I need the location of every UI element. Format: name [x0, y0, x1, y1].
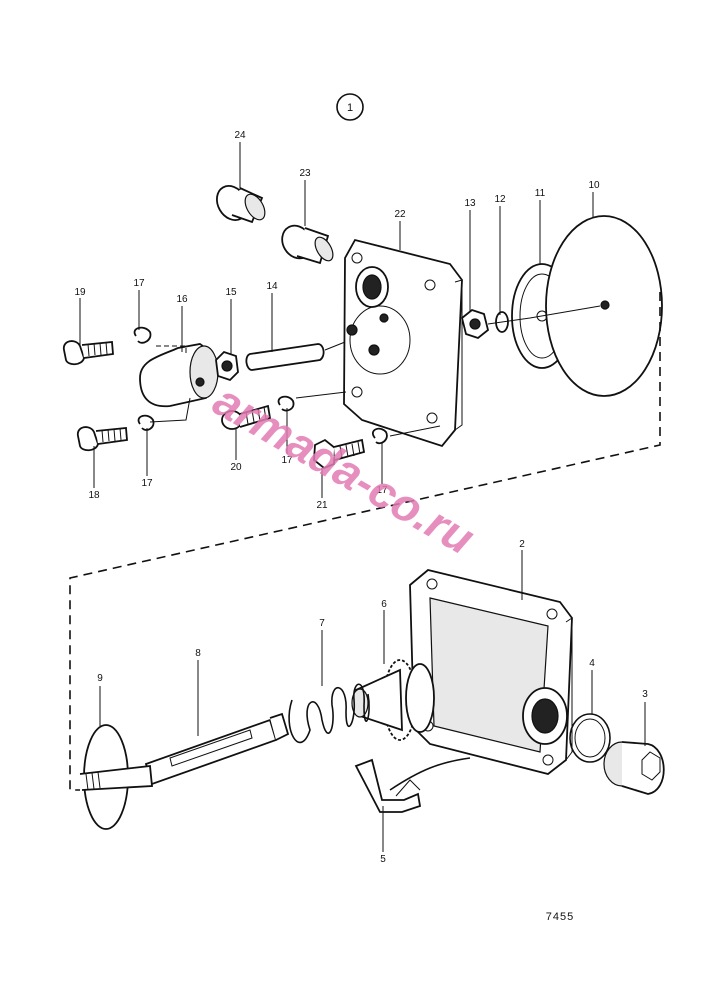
part-24-cap	[216, 185, 266, 224]
part-15-nut	[215, 350, 239, 382]
callout-7: 7	[319, 618, 325, 629]
callout-labels: 2 3 4 5 6 7 8 9 10 11 12 13 14 15 16 17 …	[74, 130, 648, 865]
part-17-clip-a	[372, 427, 388, 445]
assembly-dash-line	[69, 292, 661, 791]
callout-17-b: 17	[141, 478, 153, 489]
callout-9: 9	[97, 673, 103, 684]
callout-17-c: 17	[281, 455, 293, 466]
callout-12: 12	[494, 194, 506, 205]
lower-leader-lines	[99, 550, 646, 852]
callout-17-a: 17	[133, 278, 145, 289]
part-14-pin	[245, 343, 325, 371]
part-2-pump-housing	[389, 569, 573, 791]
callout-22: 22	[394, 209, 406, 220]
group-marker: 1	[336, 93, 364, 121]
callout-5: 5	[380, 854, 386, 865]
callout-17-d: 17	[376, 485, 388, 496]
part-17-clip-c	[133, 326, 152, 344]
part-5-bracket	[354, 758, 422, 813]
part-23-fitting	[281, 224, 334, 265]
callout-13: 13	[464, 198, 476, 209]
callout-3: 3	[642, 689, 648, 700]
part-21-bolt	[313, 438, 366, 470]
part-18-screw	[77, 426, 128, 452]
callout-10: 10	[588, 180, 600, 191]
callout-8: 8	[195, 648, 201, 659]
callout-20: 20	[230, 462, 242, 473]
part-13-nut	[460, 308, 490, 340]
part-22-cover-plate	[343, 238, 463, 448]
part-7-spring	[288, 683, 370, 744]
part-17-clip-d	[137, 414, 155, 431]
callout-16: 16	[176, 294, 188, 305]
part-9-diaphragm-disc	[79, 724, 153, 830]
part-6-valve-gear	[351, 659, 435, 741]
part-19-screw	[63, 340, 114, 366]
part-20-screw	[221, 404, 272, 430]
group-marker-label: 1	[347, 102, 353, 114]
callout-18: 18	[88, 490, 100, 501]
figure-number: 7455	[546, 911, 574, 923]
callout-24: 24	[234, 130, 246, 141]
upper-leader-lines	[79, 142, 601, 498]
part-4-o-ring	[569, 713, 611, 763]
callout-21: 21	[316, 500, 328, 511]
callout-2: 2	[519, 539, 525, 550]
part-16-housing	[139, 343, 219, 408]
callout-19: 19	[74, 287, 86, 298]
part-3-plug	[603, 741, 665, 795]
callout-14: 14	[266, 281, 278, 292]
part-8-shaft	[144, 712, 290, 786]
callout-6: 6	[381, 599, 387, 610]
callout-4: 4	[589, 658, 595, 669]
callout-15: 15	[225, 287, 237, 298]
callout-11: 11	[535, 188, 546, 199]
part-10-diaphragm	[545, 215, 663, 397]
callout-23: 23	[299, 168, 311, 179]
